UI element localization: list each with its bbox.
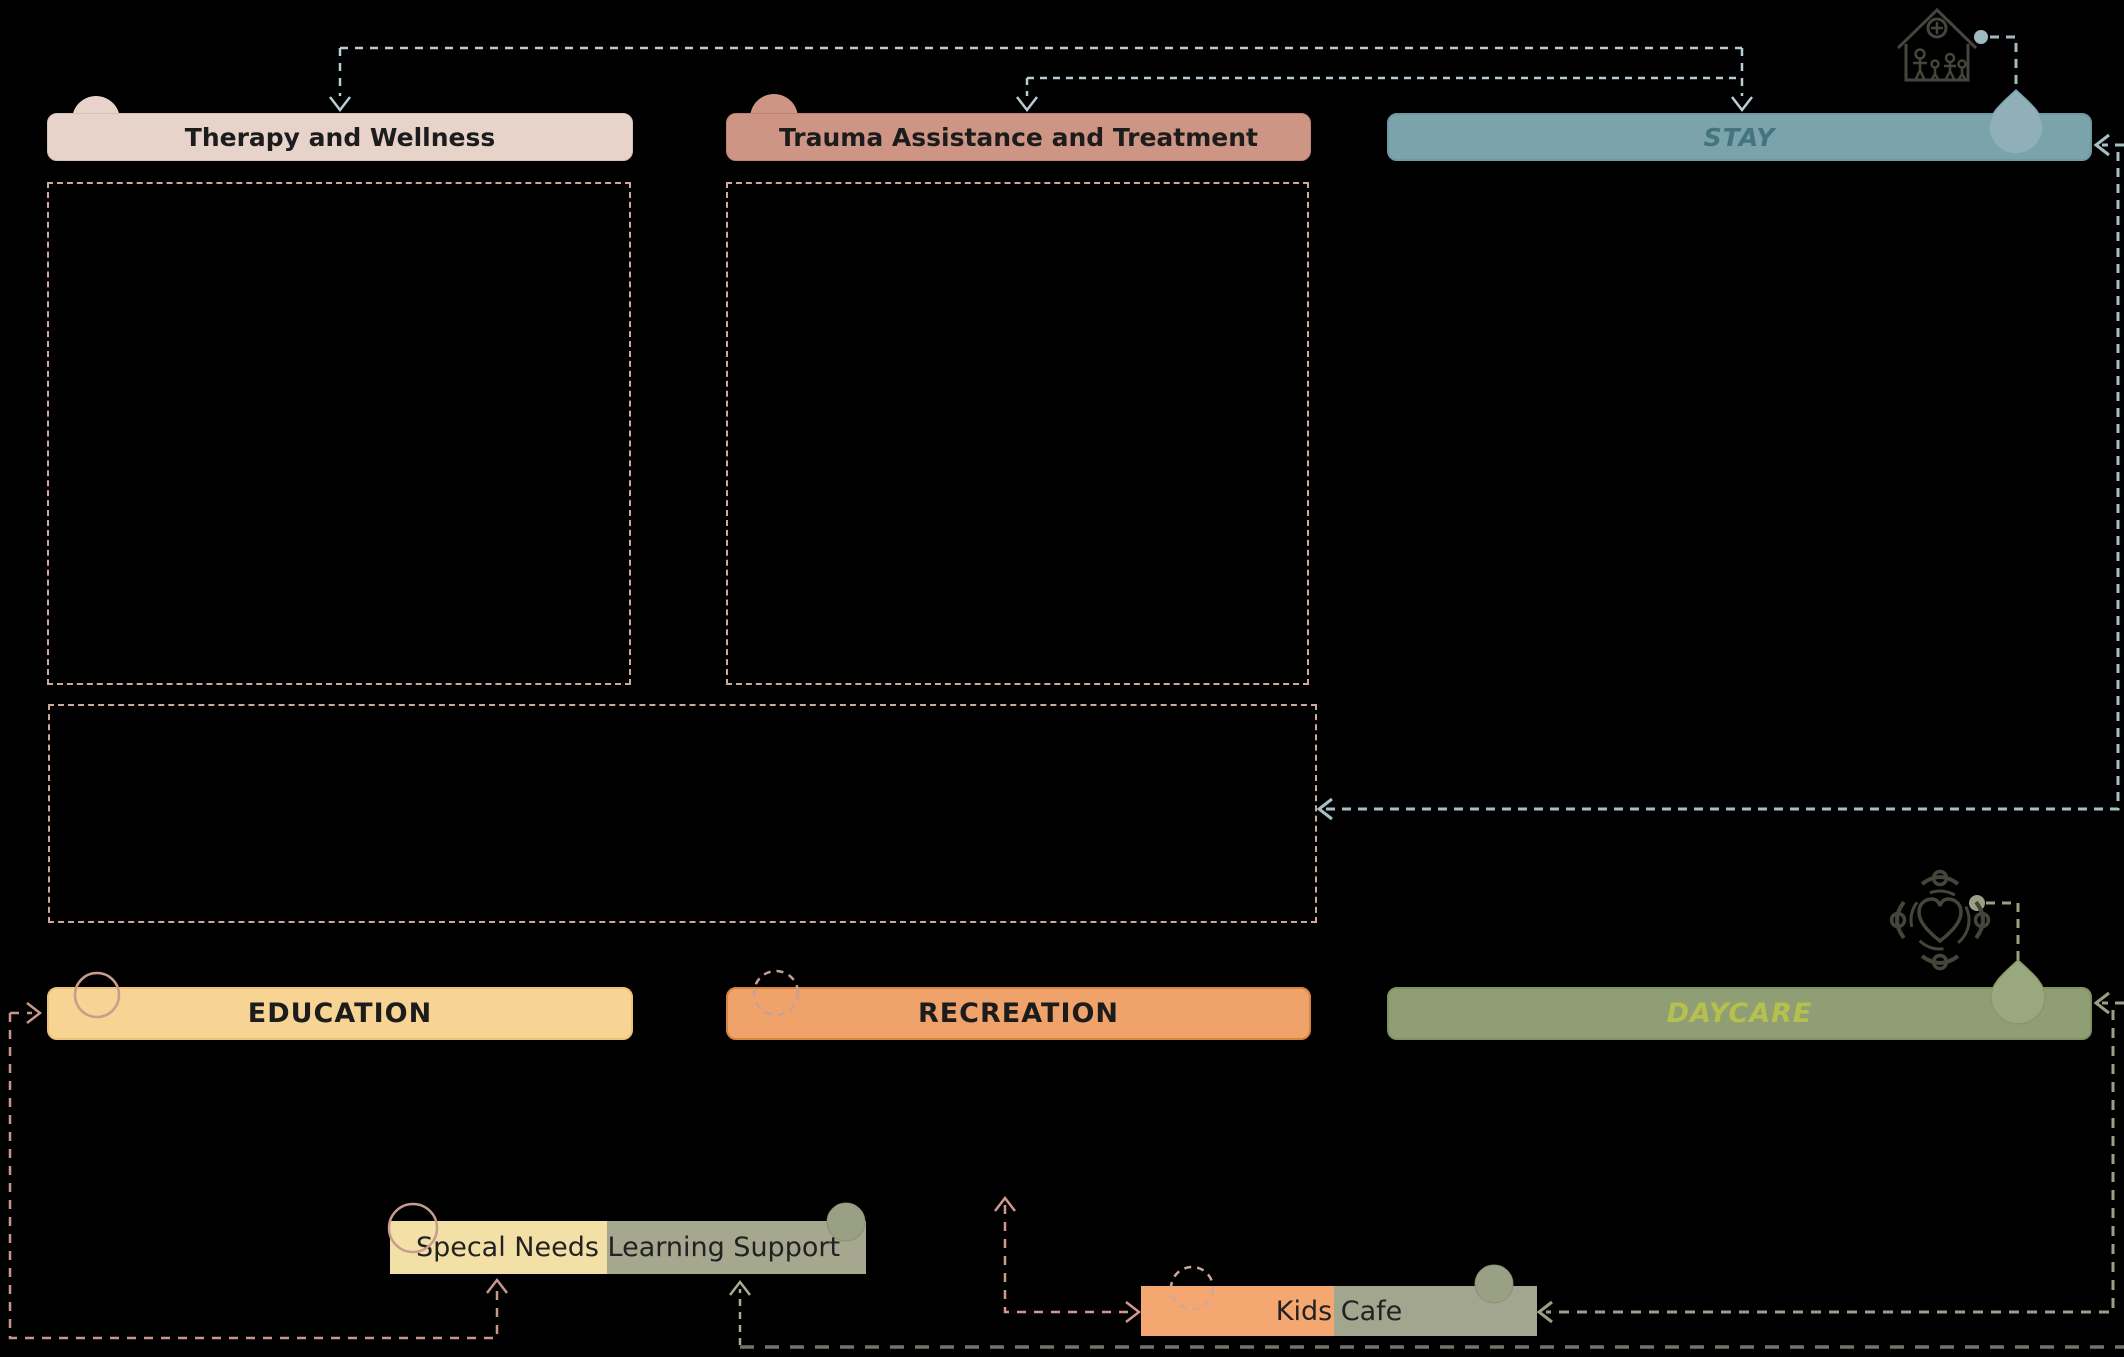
- arrow-right-education: [26, 1002, 43, 1024]
- trauma-label: Trauma Assistance and Treatment: [778, 122, 1259, 152]
- daycare-kidscafe-connector: [1536, 991, 2124, 1324]
- education-label: EDUCATION: [247, 998, 433, 1029]
- kids-cafe-label: Kids Cafe: [1275, 1295, 1403, 1327]
- arrow-left-middle-box: [1316, 797, 1333, 821]
- stay-right-connector: [1316, 133, 2124, 821]
- stay-label: STAY: [1703, 122, 1776, 152]
- family-home-icon: [1896, 7, 1978, 82]
- middle-content-box: [48, 704, 1317, 923]
- recreation-label: RECREATION: [917, 998, 1120, 1029]
- arrow-down-stay: [1731, 96, 1753, 113]
- caring-community-link: [1969, 895, 2020, 972]
- trauma-content-box: [726, 182, 1309, 685]
- section-header-therapy: Therapy and Wellness: [47, 113, 633, 161]
- section-header-recreation: RECREATION: [726, 987, 1311, 1040]
- special-needs-label: Specal Needs Learning Support: [415, 1232, 841, 1263]
- support-up-connector: [729, 1279, 751, 1345]
- therapy-label: Therapy and Wellness: [184, 122, 496, 152]
- section-header-education: EDUCATION: [47, 987, 633, 1040]
- special-needs-box: Specal Needs Learning Support: [390, 1221, 866, 1274]
- top-connector-line-2: [1016, 76, 1742, 113]
- daycare-label: DAYCARE: [1666, 998, 1813, 1029]
- arrow-up-support: [729, 1279, 751, 1296]
- family-home-link: [1974, 30, 2018, 90]
- arrow-down-therapy: [329, 96, 351, 113]
- special-needs-right-half: [607, 1221, 866, 1274]
- education-specialneeds-connector: [8, 1002, 508, 1340]
- top-connector-line: [329, 46, 1753, 113]
- section-header-daycare: DAYCARE: [1387, 987, 2092, 1040]
- arrow-left-daycare: [2093, 991, 2110, 1015]
- middle-box-connector: [1326, 152, 2120, 811]
- arrow-up-special-needs: [486, 1277, 508, 1294]
- arrow-left-stay: [2093, 133, 2110, 157]
- recreation-kidscafe-connector: [994, 1195, 1142, 1323]
- therapy-content-box: [47, 182, 631, 685]
- arrow-down-trauma: [1016, 96, 1038, 113]
- caring-community-icon: [1889, 869, 1991, 971]
- kids-cafe-box: Kids Cafe: [1141, 1286, 1537, 1336]
- arrow-up-recreation: [994, 1195, 1016, 1212]
- section-header-stay: STAY: [1387, 113, 2092, 161]
- arrow-right-kids-cafe: [1125, 1301, 1142, 1323]
- section-header-trauma: Trauma Assistance and Treatment: [726, 113, 1311, 161]
- arrow-left-kids-cafe: [1536, 1300, 1553, 1324]
